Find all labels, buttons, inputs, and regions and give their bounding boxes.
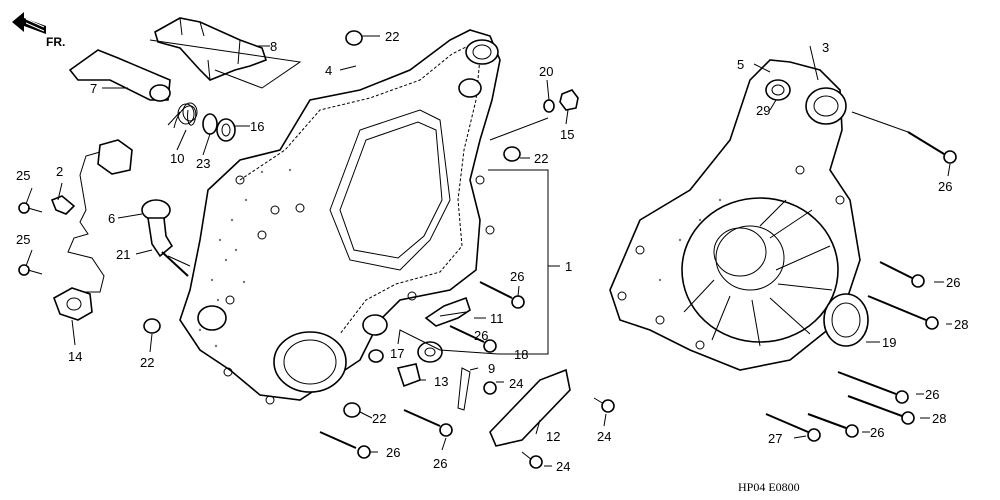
callout-26-c: 26	[386, 445, 400, 460]
callout-11: 11	[490, 311, 504, 326]
clip-9	[457, 367, 471, 411]
bolt-26-c	[319, 431, 371, 459]
callout-2: 2	[56, 164, 63, 179]
leader-lines	[25, 35, 952, 467]
callout-10: 10	[170, 151, 184, 166]
shift-fork-assembly	[149, 17, 302, 89]
bolt-26-r2	[879, 261, 925, 288]
bolt-25-upper	[18, 202, 43, 214]
bolt-28-r2	[847, 395, 915, 425]
callout-4: 4	[325, 63, 332, 78]
callout-29: 29	[756, 103, 770, 118]
callout-3: 3	[822, 40, 829, 55]
callout-8: 8	[270, 39, 277, 54]
washer-23	[202, 113, 218, 135]
washer-20	[543, 99, 555, 113]
direction-label: FR.	[46, 35, 65, 49]
bolt-24-b	[593, 397, 615, 413]
callout-6: 6	[108, 211, 115, 226]
callout-25-upper: 25	[16, 168, 30, 183]
callout-22-top: 22	[385, 29, 399, 44]
washer-near-17	[368, 349, 384, 363]
bolt-27	[765, 413, 821, 442]
callout-12: 12	[546, 429, 560, 444]
callout-23: 23	[196, 156, 210, 171]
callout-1: 1	[565, 259, 572, 274]
bolt-26-a	[479, 281, 525, 309]
bolt-28-r1	[867, 295, 939, 330]
bolt-24-c	[521, 451, 543, 469]
callout-26-r2: 26	[946, 275, 960, 290]
callout-27: 27	[768, 431, 782, 446]
guard-plate-12	[489, 368, 571, 447]
bolt-26-r3	[837, 371, 909, 404]
collar-22-top	[345, 30, 363, 46]
bolt-26-d	[403, 409, 453, 437]
callout-22-right: 22	[534, 151, 548, 166]
collar-22-right	[503, 146, 521, 162]
return-spring	[167, 102, 198, 129]
callout-28-r1: 28	[954, 317, 968, 332]
callout-25-lower: 25	[16, 232, 30, 247]
callout-24-b: 24	[597, 429, 611, 444]
switch-sensor-wire	[50, 139, 133, 321]
bearing-17	[417, 341, 443, 363]
case-cover-main	[179, 29, 501, 405]
callout-26-r1: 26	[938, 179, 952, 194]
callout-14: 14	[68, 349, 82, 364]
collar-22-left	[143, 318, 161, 334]
callout-24-a: 24	[509, 376, 523, 391]
bolt-26-r4	[807, 413, 859, 438]
bracket-11	[424, 296, 471, 327]
callout-19: 19	[882, 335, 896, 350]
callout-28-r2: 28	[932, 411, 946, 426]
callout-26-a: 26	[510, 269, 524, 284]
callout-17: 17	[390, 346, 404, 361]
front-direction-arrow: FR.	[12, 12, 65, 49]
bolt-25-lower	[18, 264, 43, 276]
oil-dipstick	[141, 199, 191, 277]
callout-20: 20	[539, 64, 553, 79]
callout-26-r4: 26	[870, 425, 884, 440]
callout-15: 15	[560, 127, 574, 142]
callout-24-c: 24	[556, 459, 570, 474]
bolt-24-a	[483, 381, 497, 395]
shift-shaft	[68, 49, 171, 102]
callout-7: 7	[90, 81, 97, 96]
callout-18: 18	[514, 347, 528, 362]
callout-26-b: 26	[474, 328, 488, 343]
bolt-26-r1	[907, 131, 957, 164]
callout-26-d: 26	[433, 456, 447, 471]
callout-22-left: 22	[140, 355, 154, 370]
callout-9: 9	[488, 361, 495, 376]
collar-22-bottom	[343, 402, 361, 418]
callout-22-bottom: 22	[372, 411, 386, 426]
drain-plug-15	[559, 89, 579, 111]
sensor-13	[396, 363, 421, 388]
diagram-code: HP04 E0800	[738, 480, 800, 494]
callout-labels: 1 2 3 4 5 6 7 8 9 10 11 12 13 14 15 16 1…	[16, 29, 968, 474]
callout-16: 16	[250, 119, 264, 134]
callout-5: 5	[737, 57, 744, 72]
oil-seal-19	[823, 293, 869, 347]
callout-21: 21	[116, 247, 130, 262]
case-cover-right	[609, 59, 861, 371]
seal-16	[216, 118, 236, 142]
callout-13: 13	[434, 374, 448, 389]
callout-26-r3: 26	[925, 387, 939, 402]
bolt-26-b	[449, 325, 497, 353]
